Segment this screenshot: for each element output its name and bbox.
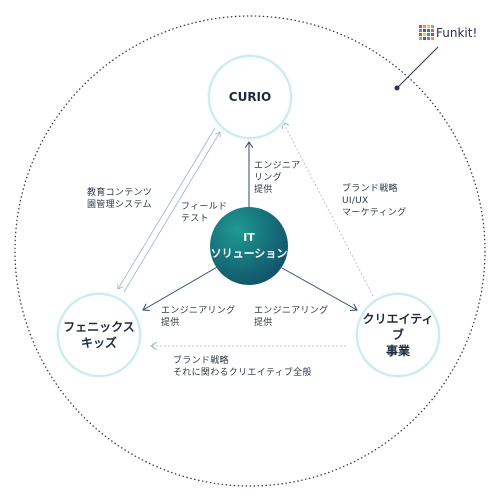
node-curio-label: CURIO <box>228 89 272 104</box>
label-brand-uiux-marketing: ブランド戦略 UI/UX マーケティング <box>342 184 407 219</box>
logo-mosaic-icon <box>419 25 434 40</box>
label-brand-creative: ブランド戦略 それに関わるクリエイティブ全般 <box>173 356 312 379</box>
funkit-logo: Funkit! <box>419 25 477 40</box>
arrow-phoenix-to-curio <box>123 132 220 293</box>
arrow-center-to-phoenix <box>143 265 220 310</box>
logo-pointer-line <box>396 46 439 89</box>
label-engineering-right: エンジニアリング 提供 <box>254 306 329 329</box>
logo-pointer-dot <box>394 85 400 91</box>
center-line2: ソリューション <box>210 247 288 260</box>
node-creative-business-label: クリエイティブ 事業 <box>362 311 434 359</box>
node-phoenix-kids-label: フェニックス キッズ <box>63 319 135 350</box>
arrow-center-to-creative <box>281 267 357 310</box>
node-curio: CURIO <box>208 55 292 139</box>
arrow-creative-to-curio <box>283 122 374 297</box>
node-phoenix-kids: フェニックス キッズ <box>57 293 141 377</box>
label-field-test: フィールド テスト <box>181 202 228 225</box>
center-line1: IT <box>243 230 255 244</box>
center-it-solution: IT ソリューション <box>210 207 288 285</box>
node-creative-business: クリエイティブ 事業 <box>356 293 440 377</box>
arrow-curio-to-phoenix <box>118 127 216 289</box>
outer-ring <box>14 15 486 487</box>
label-engineering-left: エンジニアリング 提供 <box>161 306 236 329</box>
logo-text: Funkit! <box>436 25 478 40</box>
label-engineering-top: エンジニア リング 提供 <box>254 161 301 196</box>
label-education-content: 教育コンテンツ 園管理システム <box>87 188 153 211</box>
